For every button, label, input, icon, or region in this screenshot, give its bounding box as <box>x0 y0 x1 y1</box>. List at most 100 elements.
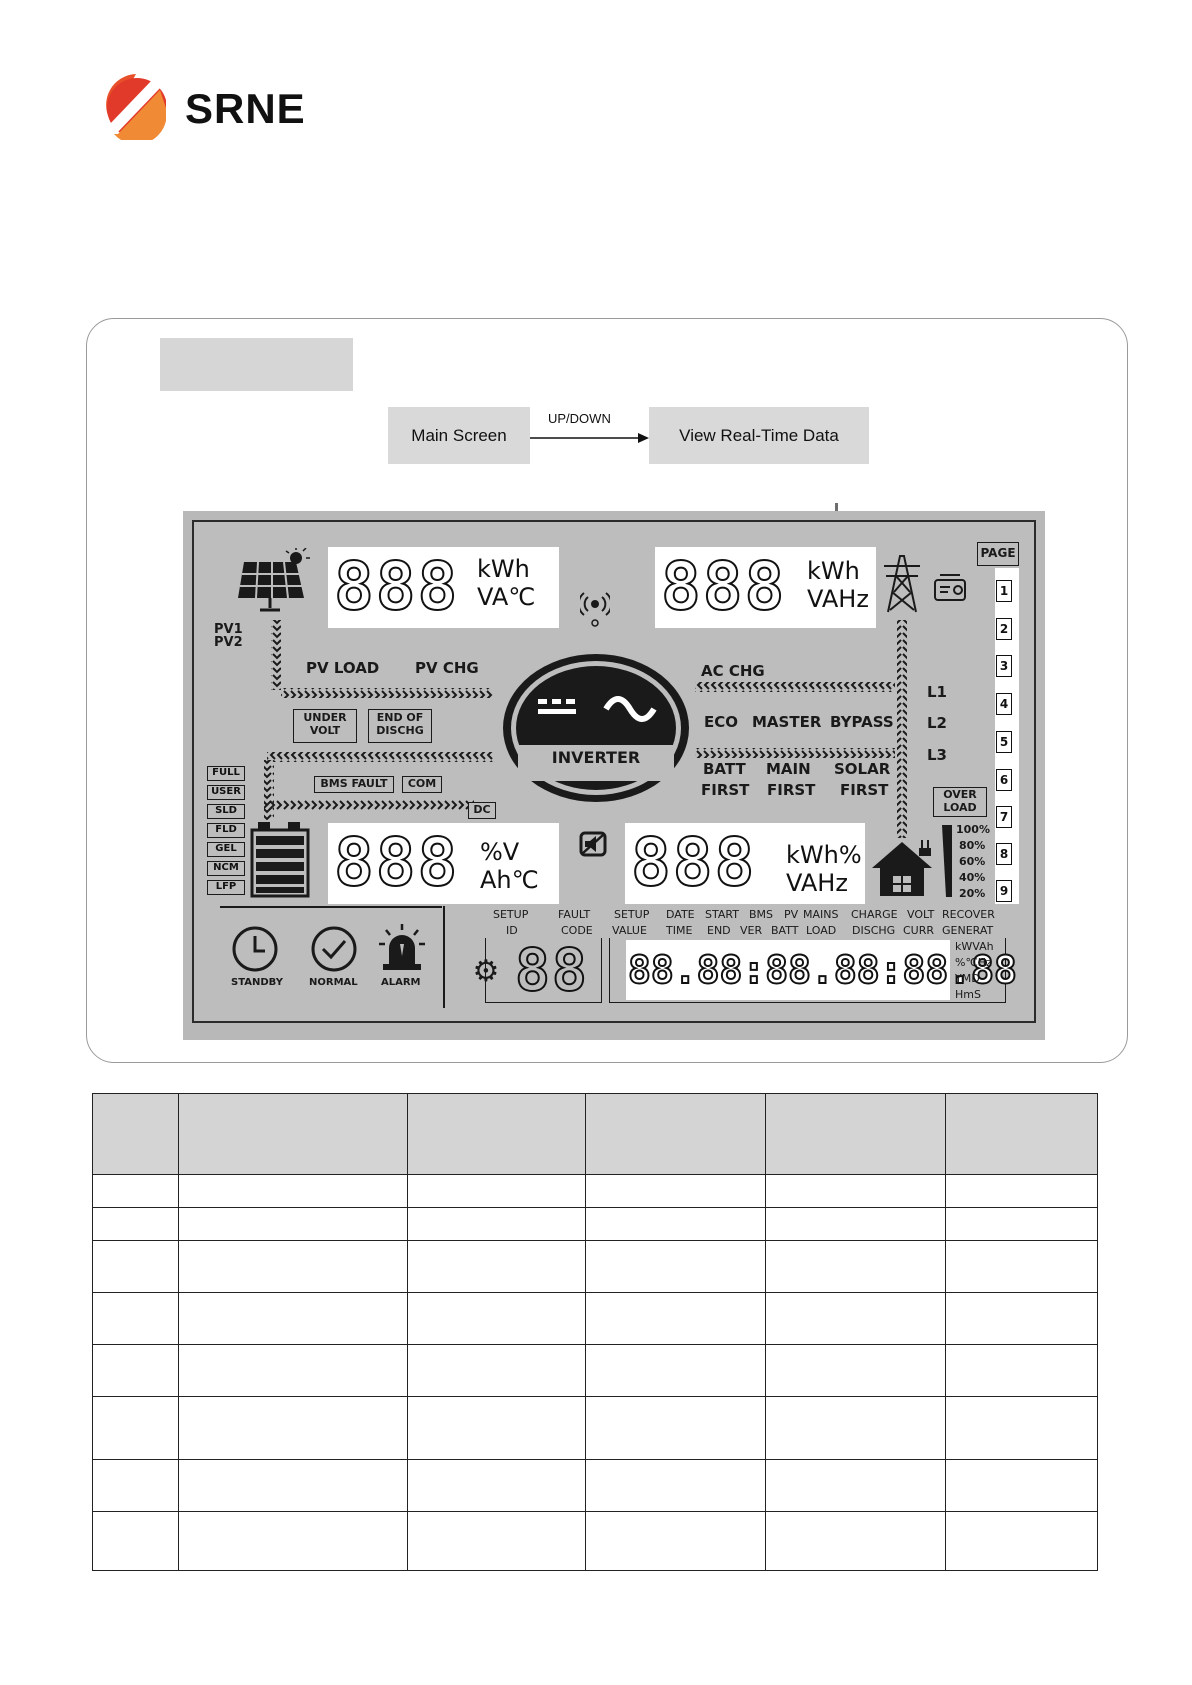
standby-label: STANDBY <box>231 977 283 988</box>
normal-icon <box>311 926 357 972</box>
table-row <box>92 1396 1098 1460</box>
hdr-mains-load-bottom: LOAD <box>806 924 837 937</box>
power-tower-icon <box>884 555 920 613</box>
pv-unit-1: kWh <box>477 555 530 583</box>
table-row <box>92 1459 1098 1512</box>
generator-icon <box>934 574 966 601</box>
page-7: 7 <box>996 806 1012 828</box>
grid-digits: 888 <box>660 548 787 625</box>
pv-chg-label: PV CHG <box>415 659 479 677</box>
line-l3: L3 <box>927 746 947 764</box>
mode-bypass: BYPASS <box>830 713 894 731</box>
page-2: 2 <box>996 618 1012 640</box>
line-l1: L1 <box>927 683 947 701</box>
solar-first-top: SOLAR <box>834 760 891 778</box>
page-1: 1 <box>996 580 1012 602</box>
gear-icon: ⚙ <box>472 954 500 989</box>
brand-logo <box>106 72 167 145</box>
end-of-dischg-line1: END OF <box>376 711 424 724</box>
hdr-setup-value-top: SETUP <box>614 908 650 921</box>
pv-unit-2: VA℃ <box>477 583 536 611</box>
pv-readout-panel: 888 kWh VA℃ <box>328 547 559 628</box>
bottom-unit-3: YMD <box>955 972 980 985</box>
real-time-data-table <box>92 1093 1098 1571</box>
hdr-date-time-bottom: TIME <box>666 924 693 937</box>
table-header-row <box>92 1093 1098 1175</box>
up-down-label: UP/DOWN <box>548 411 611 426</box>
hdr-setup-value-bottom: VALUE <box>612 924 647 937</box>
bms-fault-box: BMS FAULT <box>314 776 394 793</box>
pv-digits: 888 <box>333 548 460 625</box>
over-load-box: OVER LOAD <box>933 787 987 817</box>
load-level-80: 80% <box>959 839 986 852</box>
batt-type-lfp: LFP <box>207 880 245 895</box>
com-box: COM <box>402 776 442 793</box>
hdr-bms-ver-bottom: VER <box>740 924 763 937</box>
battery-icon <box>250 822 310 898</box>
page-8: 8 <box>996 843 1012 865</box>
batt-first-bottom: FIRST <box>701 781 750 799</box>
hdr-volt-curr-bottom: CURR <box>903 924 935 937</box>
content-frame <box>86 318 1128 1063</box>
hdr-fault-code-bottom: CODE <box>561 924 593 937</box>
batt-type-fld: FLD <box>207 823 245 838</box>
table-row <box>92 1174 1098 1208</box>
batt-type-gel: GEL <box>207 842 245 857</box>
hdr-recover-generat-top: RECOVER <box>942 908 995 921</box>
table-row <box>92 1344 1098 1397</box>
dc-box: DC <box>468 802 496 819</box>
section-header-block <box>160 338 353 391</box>
under-volt-line2: VOLT <box>309 723 341 737</box>
bottom-unit-2: %℃Hz <box>955 956 992 969</box>
batt-type-ncm: NCM <box>207 861 245 876</box>
alarm-label: ALARM <box>381 977 421 988</box>
battery-readout-panel: 888 %V Ah℃ <box>328 823 559 904</box>
hdr-setup-id-top: SETUP <box>493 908 529 921</box>
table-row <box>92 1511 1098 1571</box>
hdr-volt-curr-top: VOLT <box>907 908 935 921</box>
pv1-label: PV1 <box>214 622 243 637</box>
view-real-time-data-label: View Real-Time Data <box>679 425 839 445</box>
load-level-100: 100% <box>956 823 990 836</box>
solar-panel-icon <box>238 548 310 612</box>
page-9: 9 <box>996 880 1012 902</box>
hdr-mains-load-top: MAINS <box>803 908 839 921</box>
page-4: 4 <box>996 693 1012 715</box>
lcd-divider-horizontal <box>220 906 442 908</box>
batt-first-top: BATT <box>703 760 746 778</box>
long-readout-frame <box>609 938 1006 1003</box>
bottom-unit-4: HmS <box>955 988 981 1001</box>
mode-master: MASTER <box>752 713 822 731</box>
long-digits: 88.88:88.88:88.88 <box>627 947 1018 993</box>
end-of-dischg-line2: DISCHG <box>376 723 424 737</box>
load-readout-panel: 888 kWh% VAHz <box>625 823 865 904</box>
table-header-cell <box>585 1093 767 1175</box>
line-l2: L2 <box>927 714 947 732</box>
battery-digits: 888 <box>333 824 460 901</box>
grid-unit-1: kWh <box>807 557 860 585</box>
page-6: 6 <box>996 769 1012 791</box>
main-screen-label: Main Screen <box>411 425 507 445</box>
alarm-icon <box>379 924 425 970</box>
batt-type-user: USER <box>207 785 245 800</box>
load-level-bar <box>942 825 952 897</box>
solar-first-bottom: FIRST <box>840 781 889 799</box>
batt-type-sld: SLD <box>207 804 245 819</box>
table-header-cell <box>945 1093 1098 1175</box>
load-level-40: 40% <box>959 871 986 884</box>
wifi-signal-icon <box>580 592 610 627</box>
pv-load-label: PV LOAD <box>306 659 380 677</box>
table-header-cell <box>406 1093 587 1175</box>
setup-id-frame <box>485 938 602 1003</box>
long-readout-panel: 88.88:88.88:88.88 <box>626 940 1018 1000</box>
bottom-unit-1: kWVAh <box>955 940 994 953</box>
over-load-line1: OVER <box>943 788 977 801</box>
main-first-top: MAIN <box>766 760 811 778</box>
over-load-line2: LOAD <box>943 800 977 814</box>
load-digits: 888 <box>630 824 757 901</box>
load-unit-1: kWh% <box>786 841 862 869</box>
standby-icon <box>232 926 278 972</box>
battery-unit-1: %V <box>480 838 520 866</box>
end-of-dischg-box: END OF DISCHG <box>368 709 432 743</box>
table-header-cell <box>765 1093 947 1175</box>
